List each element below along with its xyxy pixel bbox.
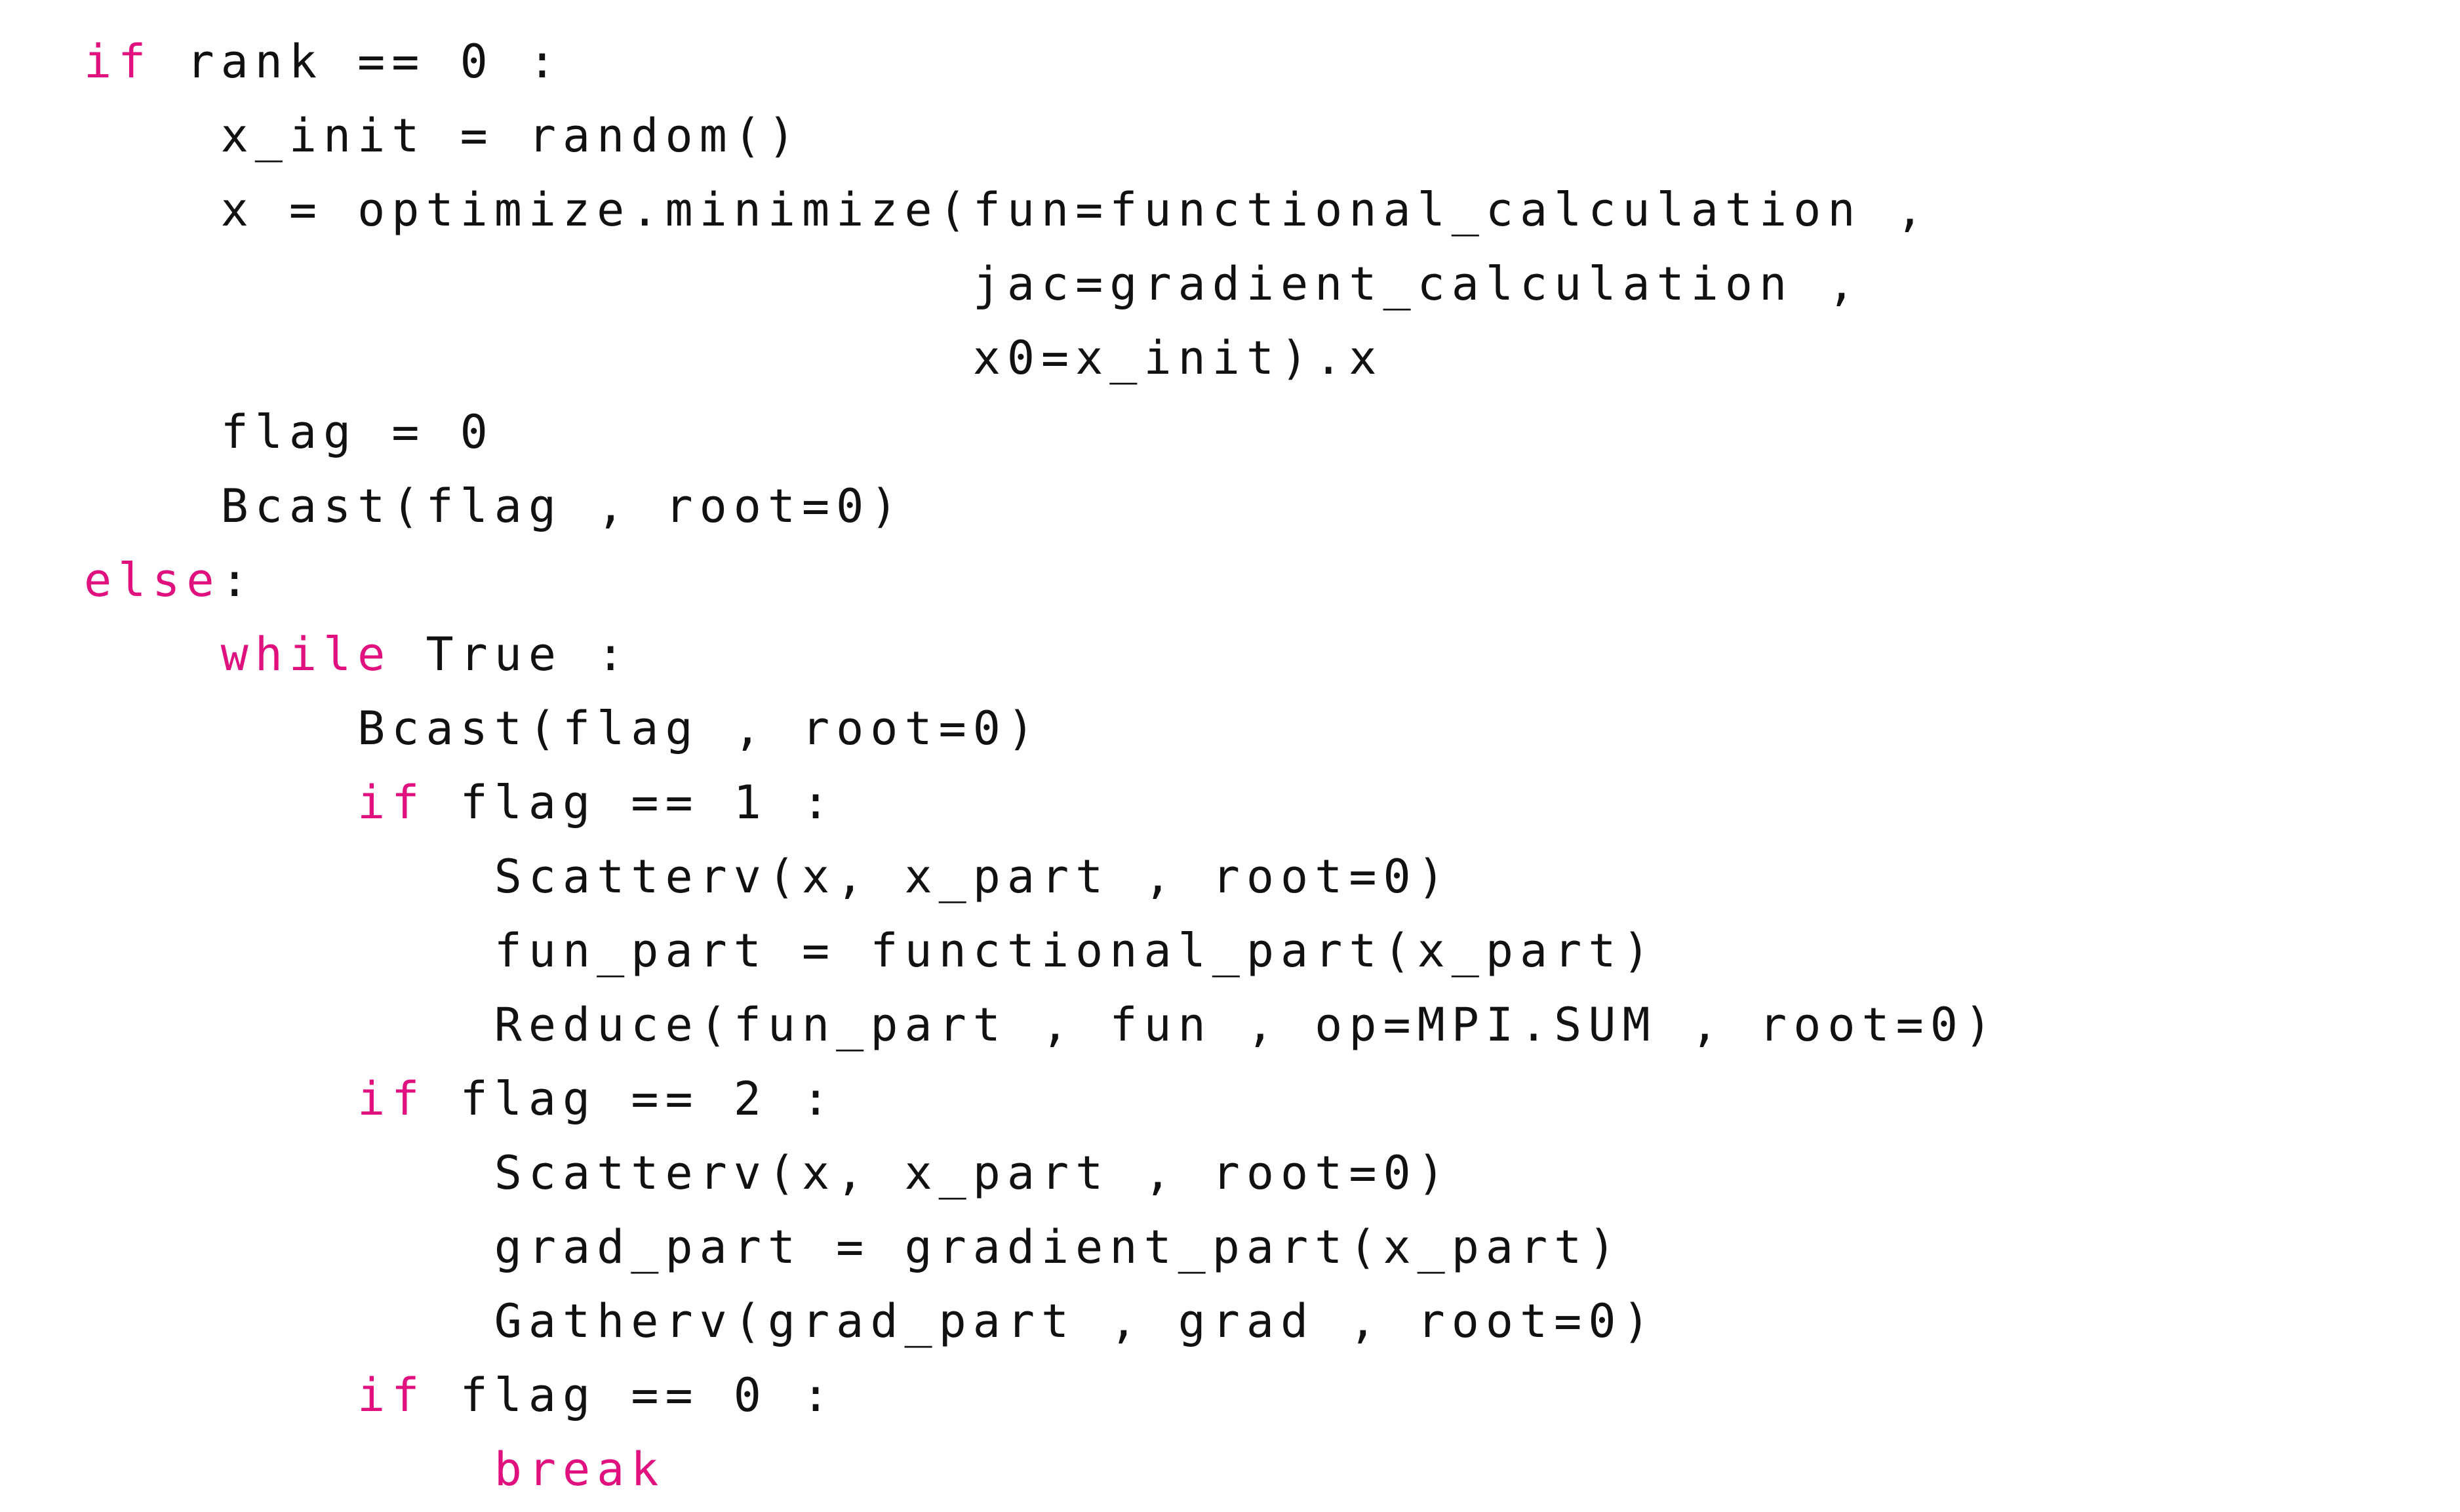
code-line: grad_part = gradient_part(x_part) (84, 1210, 1998, 1284)
code-line: if flag == 0 : (84, 1359, 1998, 1433)
code-line: Scatterv(x, x_part , root=0) (84, 1136, 1998, 1210)
code-text: x0=x_init).x (972, 331, 1383, 385)
line-indent (84, 183, 221, 237)
code-line: Scatterv(x, x_part , root=0) (84, 840, 1998, 914)
code-line: while True : (84, 618, 1998, 692)
code-line: fun_part = functional_part(x_part) (84, 914, 1998, 988)
code-line: x = optimize.minimize(fun=functional_cal… (84, 173, 1998, 247)
line-indent (84, 627, 221, 681)
code-listing: if rank == 0 : x_init = random() x = opt… (84, 25, 1998, 1507)
code-line: if rank == 0 : (84, 25, 1998, 99)
line-indent (84, 1072, 357, 1126)
code-text: Scatterv(x, x_part , root=0) (494, 850, 1452, 904)
keyword: if (84, 35, 153, 89)
code-text: Bcast(flag , root=0) (357, 702, 1042, 755)
code-text: grad_part = gradient_part(x_part) (494, 1220, 1623, 1274)
keyword: if (357, 776, 426, 829)
code-line: x_init = random() (84, 99, 1998, 173)
line-indent (84, 1146, 494, 1200)
code-line: Gatherv(grad_part , grad , root=0) (84, 1284, 1998, 1359)
line-indent (84, 109, 221, 163)
code-line: x0=x_init).x (84, 321, 1998, 395)
keyword: break (494, 1442, 665, 1496)
code-text: True : (391, 627, 631, 681)
line-indent (84, 702, 357, 755)
code-line: if flag == 2 : (84, 1062, 1998, 1136)
code-text: Bcast(flag , root=0) (220, 479, 905, 533)
code-text: rank == 0 : (152, 35, 563, 89)
line-indent (84, 998, 494, 1052)
code-line: flag = 0 (84, 395, 1998, 469)
line-indent (84, 331, 973, 385)
line-indent (84, 1442, 494, 1496)
line-indent (84, 924, 494, 978)
keyword: while (220, 627, 392, 681)
code-text: flag == 1 : (426, 776, 837, 829)
line-indent (84, 776, 357, 829)
line-indent (84, 1220, 494, 1274)
code-line: Bcast(flag , root=0) (84, 469, 1998, 544)
line-indent (84, 479, 221, 533)
code-line: Reduce(fun_part , fun , op=MPI.SUM , roo… (84, 988, 1998, 1062)
keyword: if (357, 1368, 426, 1422)
line-indent (84, 1368, 357, 1422)
code-text: Scatterv(x, x_part , root=0) (494, 1146, 1452, 1200)
code-text: Gatherv(grad_part , grad , root=0) (494, 1294, 1657, 1348)
code-text: flag == 2 : (426, 1072, 837, 1126)
keyword: if (357, 1072, 426, 1126)
code-text: fun_part = functional_part(x_part) (494, 924, 1657, 978)
code-text: Reduce(fun_part , fun , op=MPI.SUM , roo… (494, 998, 1999, 1052)
code-line: else: (84, 544, 1998, 618)
keyword: else (84, 553, 221, 607)
code-text: jac=gradient_calculation , (972, 257, 1862, 311)
code-line: if flag == 1 : (84, 766, 1998, 840)
line-indent (84, 850, 494, 904)
line-indent (84, 257, 973, 311)
line-indent (84, 405, 221, 459)
line-indent (84, 1294, 494, 1348)
code-text: : (220, 553, 255, 607)
code-text: x = optimize.minimize(fun=functional_cal… (220, 183, 1930, 237)
code-text: flag = 0 (220, 405, 494, 459)
code-line: Bcast(flag , root=0) (84, 692, 1998, 766)
code-line: jac=gradient_calculation , (84, 247, 1998, 321)
code-text: x_init = random() (220, 109, 803, 163)
code-line: break (84, 1433, 1998, 1507)
code-text: flag == 0 : (426, 1368, 837, 1422)
